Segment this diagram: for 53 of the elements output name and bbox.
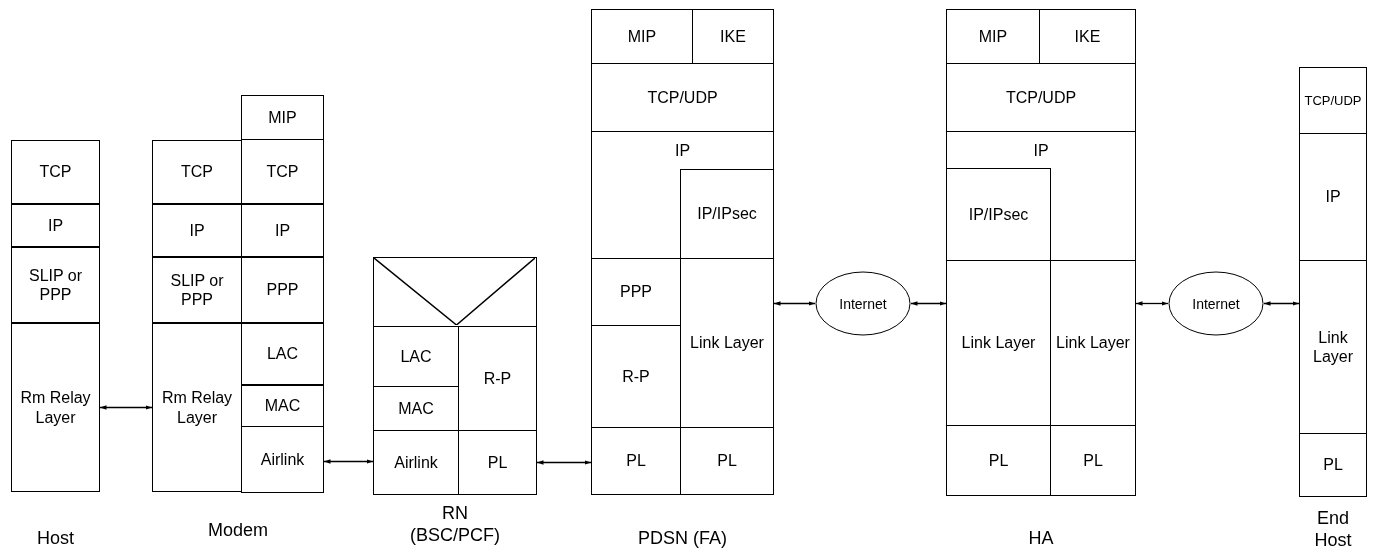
stack-label: Host bbox=[36, 528, 75, 550]
double-arrow bbox=[1263, 301, 1300, 306]
protocol-layer: Rm Relay Layer bbox=[152, 323, 242, 492]
protocol-layer: PL bbox=[591, 427, 681, 495]
stack-label: PDSN (FA) bbox=[637, 528, 728, 550]
protocol-layer: IKE bbox=[692, 9, 774, 64]
protocol-layer: MIP bbox=[241, 95, 324, 140]
double-arrow bbox=[323, 459, 374, 464]
protocol-layer: IP bbox=[1299, 133, 1367, 261]
double-arrow bbox=[910, 301, 947, 306]
protocol-layer: Link Layer bbox=[1299, 260, 1367, 434]
protocol-layer: IP bbox=[152, 204, 242, 257]
protocol-layer: IKE bbox=[1039, 9, 1136, 64]
double-arrow bbox=[536, 460, 592, 465]
double-arrow bbox=[773, 301, 816, 306]
protocol-layer: Airlink bbox=[373, 430, 459, 495]
protocol-layer: PPP bbox=[241, 257, 324, 323]
protocol-layer: PL bbox=[1299, 433, 1367, 497]
protocol-layer: TCP bbox=[11, 140, 100, 204]
protocol-layer: PL bbox=[946, 425, 1051, 496]
stack-label: HA bbox=[1027, 528, 1055, 550]
protocol-layer: IP bbox=[946, 131, 1136, 169]
protocol-layer: TCP/UDP bbox=[1299, 67, 1367, 134]
protocol-layer: IP/IPsec bbox=[680, 169, 774, 259]
protocol-layer: TCP/UDP bbox=[591, 63, 774, 132]
protocol-layer: Link Layer bbox=[1050, 260, 1136, 426]
protocol-layer: PL bbox=[458, 430, 537, 495]
network-ellipse: Internet bbox=[815, 271, 911, 336]
protocol-layer: PL bbox=[1050, 425, 1136, 496]
double-arrow bbox=[1135, 301, 1169, 306]
stack-label: End Host bbox=[1313, 508, 1353, 552]
protocol-layer: TCP bbox=[152, 140, 242, 204]
protocol-layer: IP bbox=[591, 131, 774, 170]
protocol-layer: MIP bbox=[946, 9, 1040, 64]
network-ellipse: Internet bbox=[1168, 271, 1264, 336]
protocol-layer: IP bbox=[241, 204, 324, 257]
stack-label: Modem bbox=[207, 520, 269, 542]
protocol-layer: IP/IPsec bbox=[946, 168, 1051, 261]
protocol-layer: TCP bbox=[241, 139, 324, 204]
protocol-layer: MIP bbox=[591, 9, 693, 64]
protocol-layer: Airlink bbox=[241, 426, 324, 493]
double-arrow bbox=[99, 405, 153, 410]
protocol-layer: SLIP or PPP bbox=[152, 257, 242, 323]
protocol-layer: IP bbox=[11, 204, 100, 247]
protocol-layer: MAC bbox=[241, 385, 324, 427]
protocol-layer: PPP bbox=[591, 258, 681, 326]
protocol-layer: TCP/UDP bbox=[946, 63, 1136, 132]
protocol-layer: SLIP or PPP bbox=[11, 247, 100, 323]
empty-layer-box bbox=[373, 257, 537, 327]
stack-label: RN (BSC/PCF) bbox=[409, 503, 501, 547]
protocol-layer: Rm Relay Layer bbox=[11, 323, 100, 492]
protocol-layer: LAC bbox=[241, 323, 324, 385]
protocol-layer: PL bbox=[680, 427, 774, 495]
